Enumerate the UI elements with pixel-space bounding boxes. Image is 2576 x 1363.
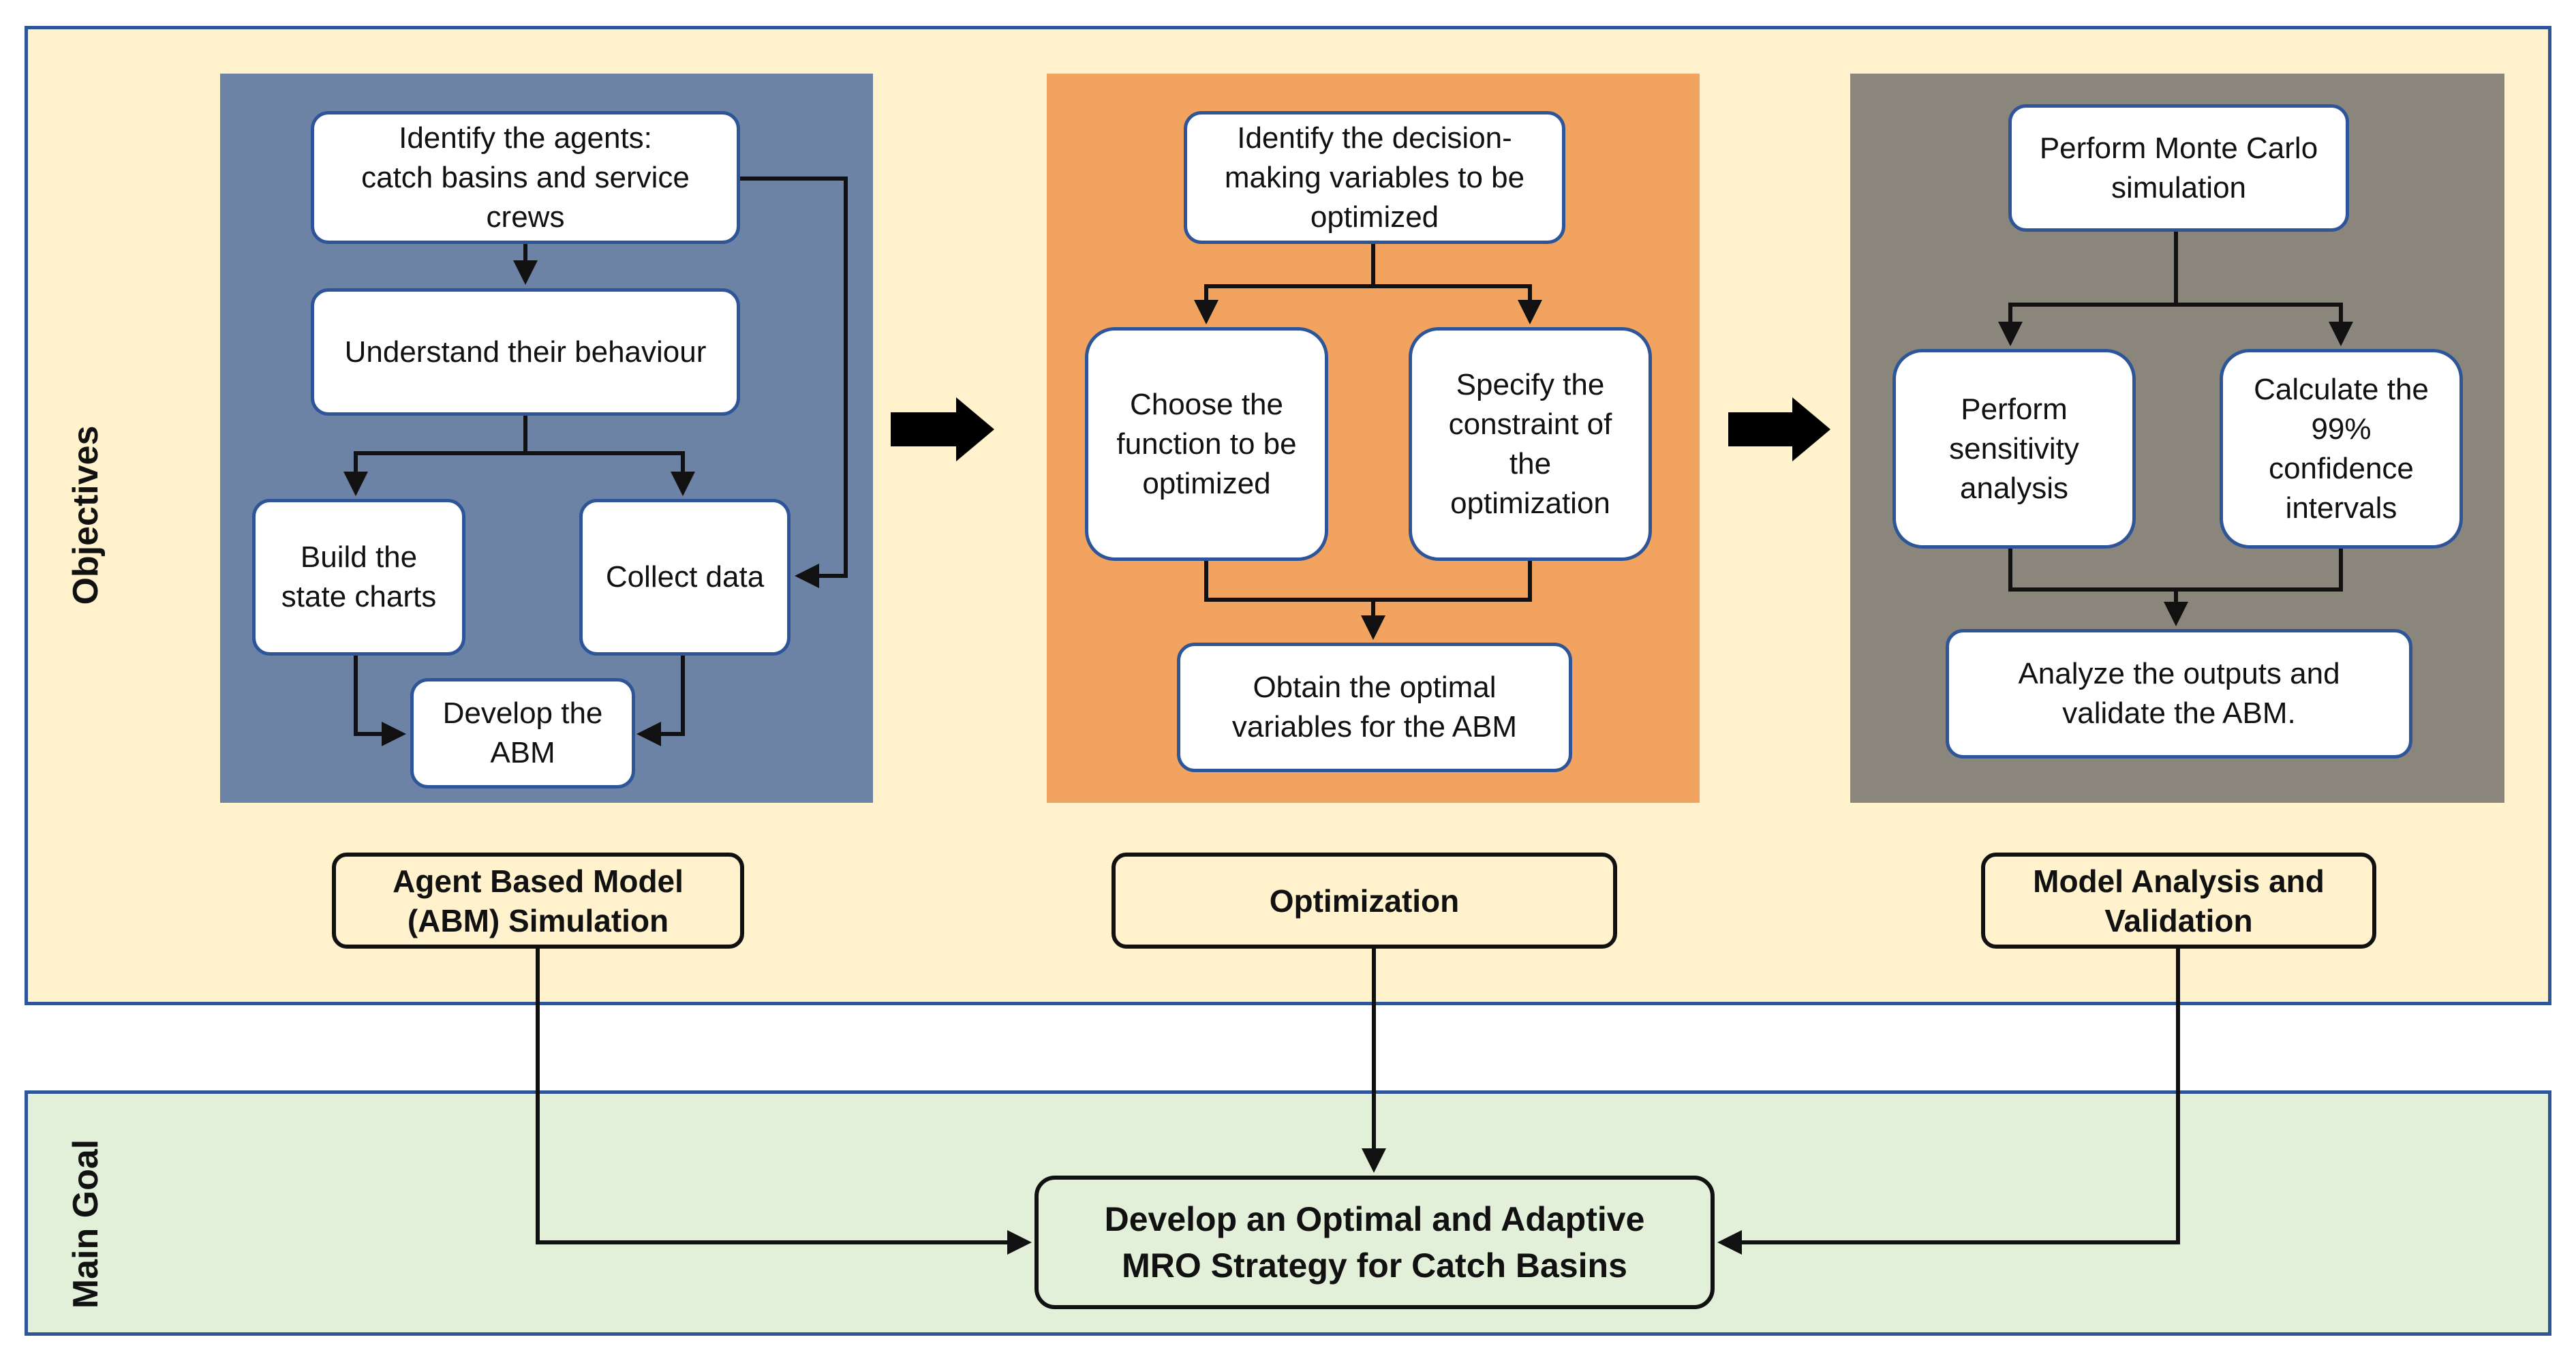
analyze-outputs-text: Analyze the outputs and validate the ABM… (2018, 657, 2340, 730)
analysis-title-box: Model Analysis and Validation (1981, 853, 2376, 949)
identify-variables-box: Identify the decision- making variables … (1184, 111, 1565, 244)
develop-abm-text: Develop the ABM (442, 696, 603, 769)
arrow-identify-to-collect (740, 177, 848, 588)
main-goal-box: Develop an Optimal and Adaptive MRO Stra… (1034, 1176, 1715, 1309)
develop-abm-box: Develop the ABM (410, 678, 635, 788)
optimization-title-text: Optimization (1269, 883, 1460, 919)
sensitivity-analysis-text: Perform sensitivity analysis (1949, 392, 2079, 505)
arrow-build-to-develop (354, 656, 406, 746)
line-join-analysis (2008, 549, 2343, 592)
identify-agents-box: Identify the agents: catch basins and se… (311, 111, 740, 244)
block-arrow-1 (891, 397, 994, 461)
collect-data-text: Collect data (605, 560, 765, 594)
analysis-title-text: Model Analysis and Validation (2033, 863, 2325, 938)
optimization-title-box: Optimization (1111, 853, 1617, 949)
obtain-variables-box: Obtain the optimal variables for the ABM (1177, 643, 1572, 772)
line-join-bottom (1204, 561, 1532, 602)
arrow-to-sensitivity (1998, 303, 2176, 346)
build-state-charts-box: Build the state charts (252, 499, 465, 656)
specify-constraint-text: Specify the constraint of the optimizati… (1448, 367, 1612, 520)
understand-behaviour-box: Understand their behaviour (311, 288, 740, 416)
abm-title-box: Agent Based Model (ABM) Simulation (332, 853, 744, 949)
confidence-intervals-box: Calculate the 99% confidence intervals (2220, 349, 2463, 549)
monte-carlo-box: Perform Monte Carlo simulation (2008, 104, 2349, 232)
arrow-to-confidence (2176, 303, 2353, 346)
understand-behaviour-text: Understand their behaviour (344, 335, 707, 369)
build-state-charts-text: Build the state charts (281, 540, 437, 613)
arrow-understand-to-build (343, 416, 527, 496)
arrow-to-choose-function (1194, 284, 1373, 324)
sensitivity-analysis-box: Perform sensitivity analysis (1892, 349, 2136, 549)
arrow-abm-to-goal (536, 949, 1032, 1255)
monte-carlo-text: Perform Monte Carlo simulation (2039, 131, 2318, 204)
identify-agents-text: Identify the agents: catch basins and se… (361, 121, 690, 234)
identify-variables-text: Identify the decision- making variables … (1224, 121, 1525, 234)
obtain-variables-text: Obtain the optimal variables for the ABM (1231, 671, 1518, 744)
arrow-collect-to-develop (637, 656, 685, 746)
analyze-outputs-box: Analyze the outputs and validate the ABM… (1946, 629, 2412, 759)
arrow-understand-to-collect (525, 451, 695, 496)
arrow-to-specify-constraint (1373, 284, 1542, 324)
choose-function-text: Choose the function to be optimized (1116, 387, 1297, 500)
main-goal-text: Develop an Optimal and Adaptive MRO Stra… (1104, 1200, 1645, 1285)
specify-constraint-box: Specify the constraint of the optimizati… (1409, 327, 1652, 561)
collect-data-box: Collect data (579, 499, 791, 656)
choose-function-box: Choose the function to be optimized (1085, 327, 1328, 561)
confidence-intervals-text: Calculate the 99% confidence intervals (2254, 372, 2429, 525)
block-arrow-2 (1728, 397, 1830, 461)
arrow-analysis-to-goal (1717, 949, 2180, 1255)
abm-title-text: Agent Based Model (ABM) Simulation (393, 863, 684, 938)
